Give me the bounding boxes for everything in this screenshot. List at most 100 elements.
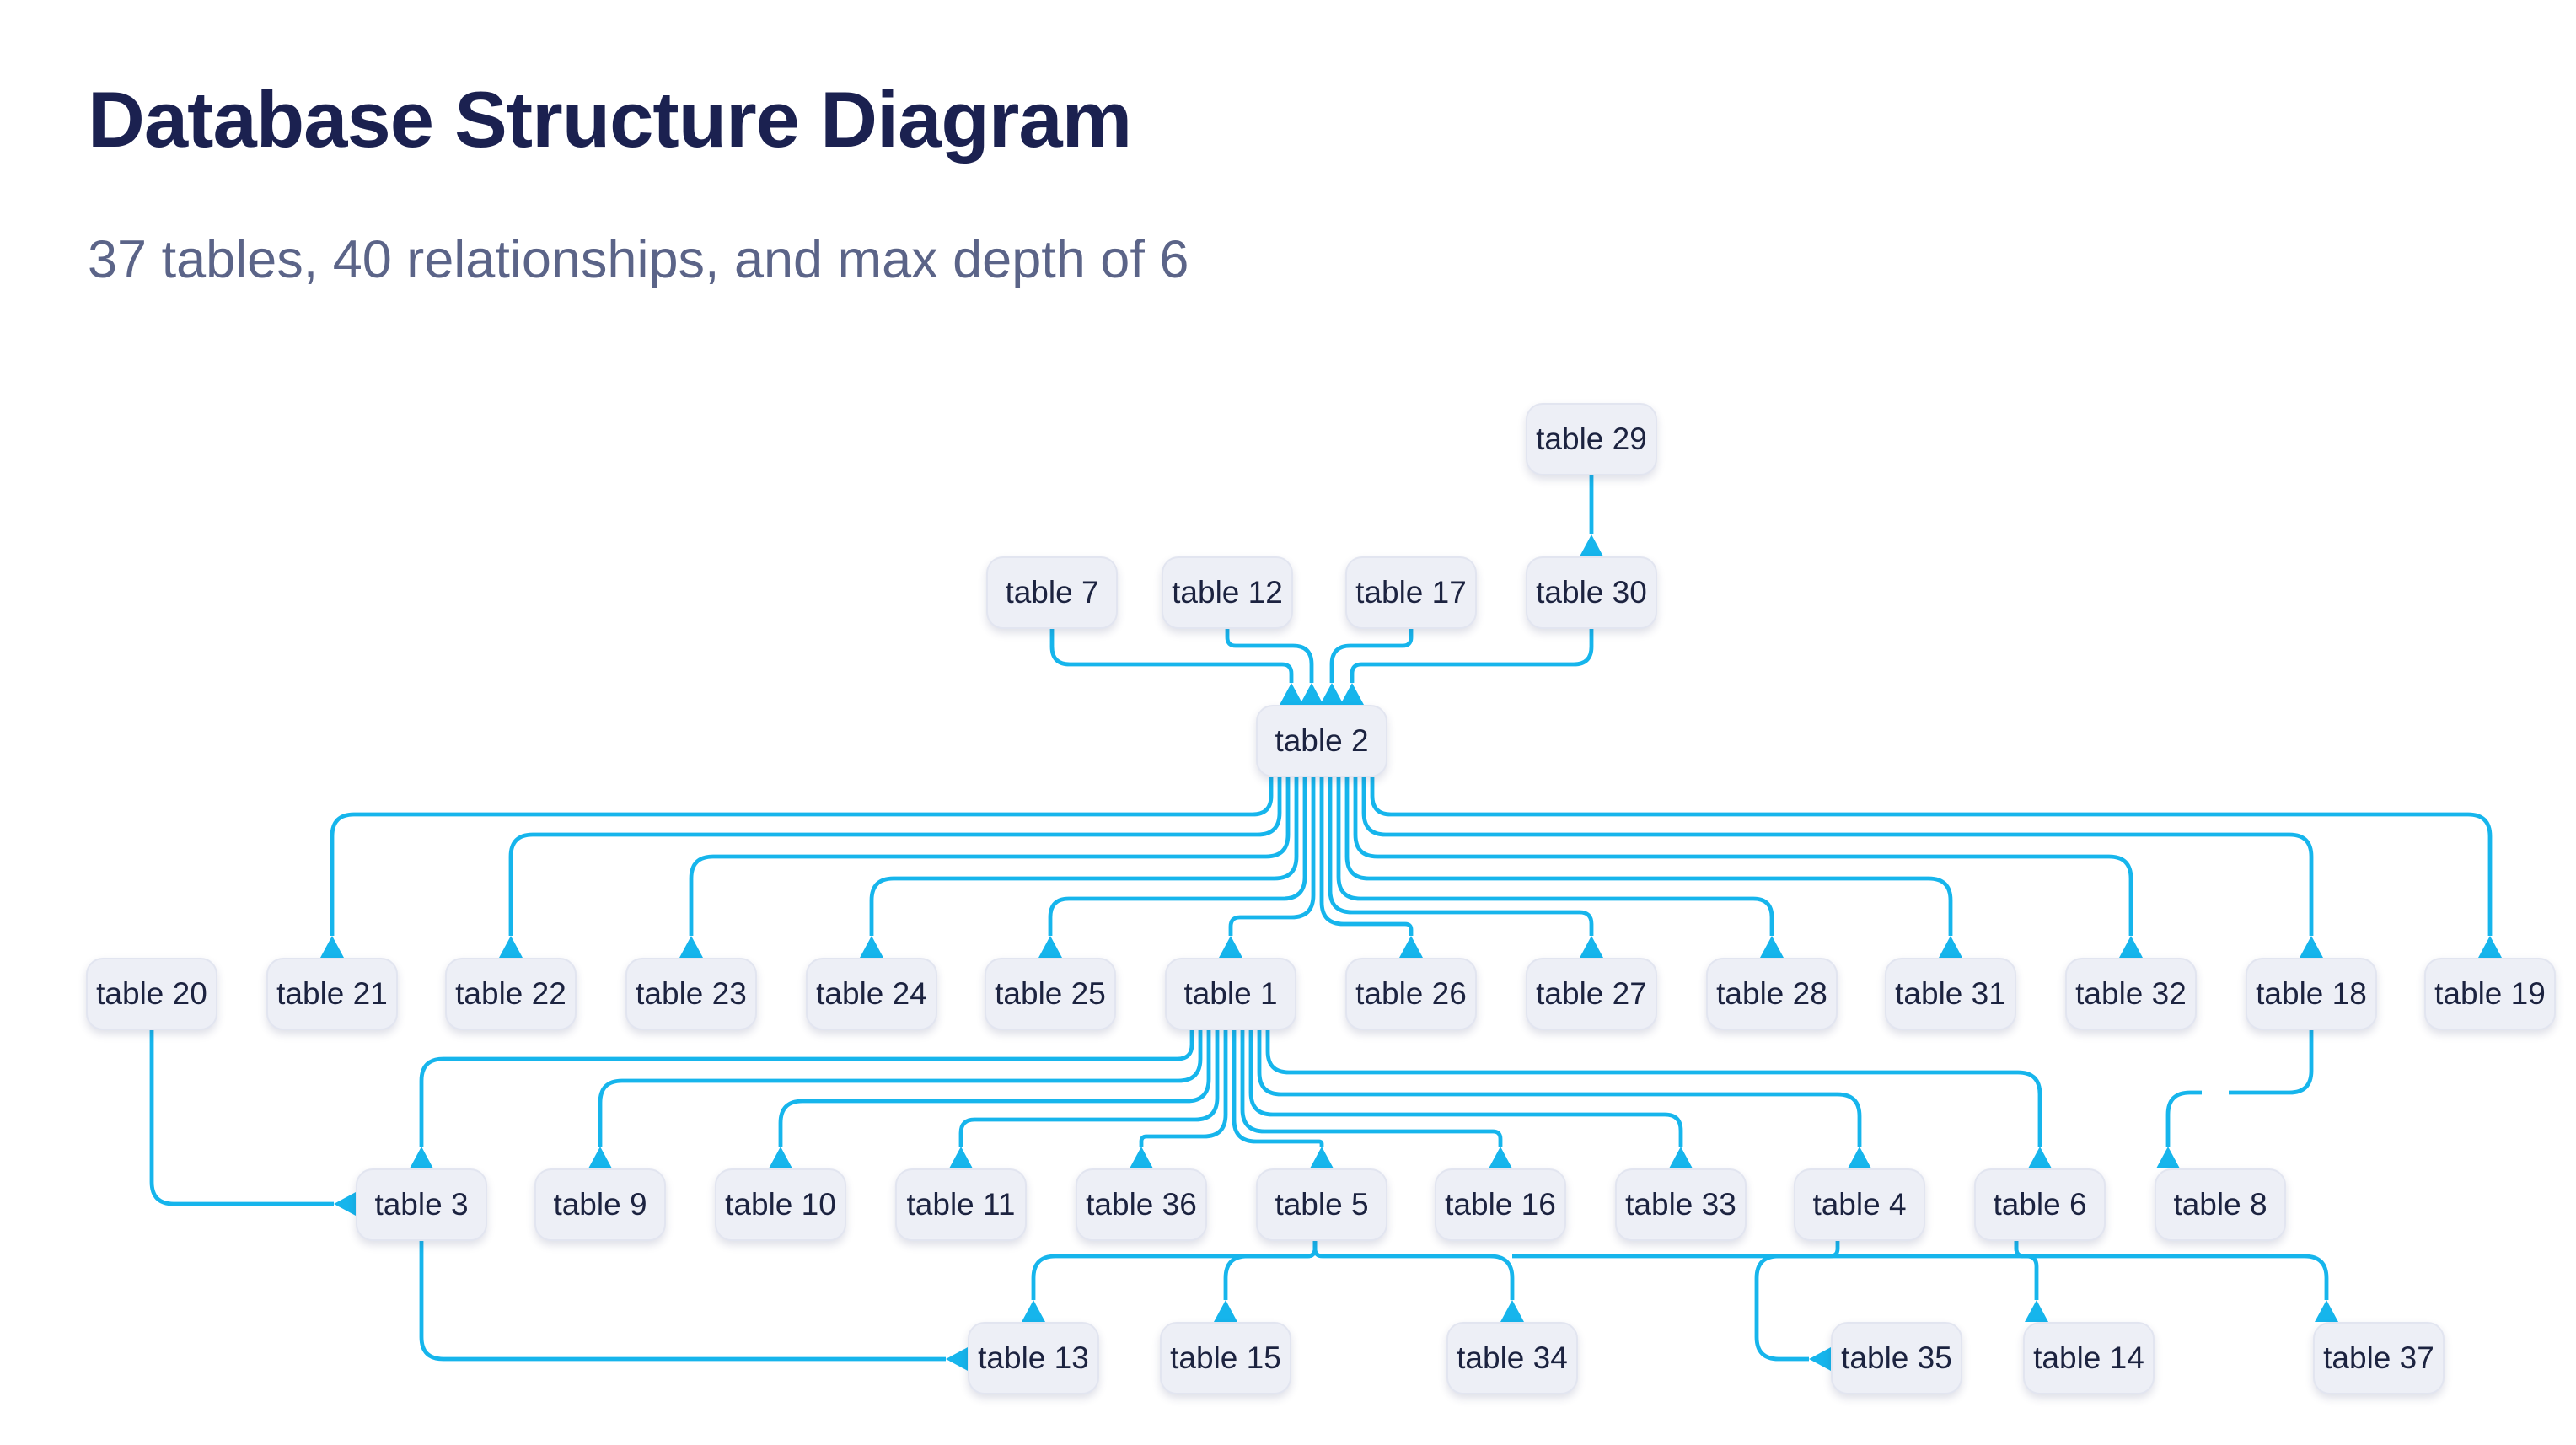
arrowhead-icon-table-32 [2119, 936, 2143, 958]
table-node-25[interactable]: table 25 [985, 958, 1116, 1030]
arrowhead-icon-table-2 [1340, 683, 1364, 705]
edge-table-17-to-table-2 [1329, 629, 1414, 683]
arrowhead-icon-table-36 [1130, 1147, 1153, 1168]
arrowhead-icon-table-5 [1310, 1147, 1334, 1168]
arrowhead-icon-table-11 [949, 1147, 973, 1168]
edge-table-1-to-table-5 [1232, 1030, 1324, 1147]
page-title: Database Structure Diagram [88, 75, 1132, 164]
arrowhead-icon-table-27 [1580, 936, 1603, 958]
edge-table-2-to-table-19 [1370, 777, 2493, 936]
arrowhead-icon-table-13 [1022, 1300, 1045, 1322]
edge-table-5-to-table-13 [1031, 1241, 1318, 1300]
arrowhead-icon-table-23 [679, 936, 703, 958]
table-node-4[interactable]: table 4 [1794, 1168, 1925, 1241]
arrowhead-icon-table-21 [320, 936, 344, 958]
edge-table-5-to-table-34 [1312, 1241, 1515, 1300]
table-node-16[interactable]: table 16 [1435, 1168, 1566, 1241]
edge-table-1-to-table-36 [1139, 1030, 1228, 1147]
table-node-29[interactable]: table 29 [1526, 403, 1657, 475]
table-node-37[interactable]: table 37 [2313, 1322, 2445, 1394]
edge-table-1-to-table-9 [598, 1030, 1203, 1147]
table-node-6[interactable]: table 6 [1974, 1168, 2106, 1241]
edge-table-2-to-table-31 [1344, 777, 1953, 936]
arrowhead-icon-table-34 [1500, 1300, 1524, 1322]
edge-table-2-to-table-18 [1361, 777, 2314, 936]
edge-table-1-to-table-3 [419, 1030, 1194, 1147]
table-node-13[interactable]: table 13 [968, 1322, 1099, 1394]
edge-table-4-to-table-35 [1754, 1241, 1840, 1362]
table-node-1[interactable]: table 1 [1165, 958, 1296, 1030]
table-node-12[interactable]: table 12 [1162, 556, 1293, 629]
arrowhead-icon-table-2 [1320, 683, 1344, 705]
edge-table-20-to-table-3 [149, 1030, 334, 1206]
edge-table-2-to-table-28 [1336, 777, 1774, 936]
edge-table-2-to-table-1 [1228, 777, 1316, 936]
arrowhead-icon-table-1 [1219, 936, 1242, 958]
table-node-35[interactable]: table 35 [1831, 1322, 1962, 1394]
edge-table-2-to-table-22 [508, 777, 1282, 936]
arrowhead-icon-table-8 [2156, 1147, 2180, 1168]
arrowhead-icon-table-35 [1809, 1347, 1831, 1371]
arrowhead-icon-table-28 [1760, 936, 1784, 958]
arrowhead-icon-table-3 [410, 1147, 433, 1168]
edge-table-2-to-table-24 [869, 777, 1299, 936]
edge-table-2-to-table-27 [1328, 777, 1594, 936]
edge-table-12-to-table-2 [1225, 629, 1314, 683]
table-node-28[interactable]: table 28 [1706, 958, 1838, 1030]
table-node-10[interactable]: table 10 [715, 1168, 846, 1241]
arrowhead-icon-table-22 [499, 936, 523, 958]
arrowhead-icon-table-19 [2478, 936, 2502, 958]
table-node-30[interactable]: table 30 [1526, 556, 1657, 629]
arrowhead-icon-table-14 [2025, 1300, 2048, 1322]
table-node-2[interactable]: table 2 [1256, 705, 1387, 777]
arrowhead-icon-table-18 [2300, 936, 2323, 958]
table-node-11[interactable]: table 11 [895, 1168, 1027, 1241]
table-node-8[interactable]: table 8 [2155, 1168, 2286, 1241]
table-node-19[interactable]: table 19 [2424, 958, 2556, 1030]
edge-line-gap [2202, 1082, 2229, 1103]
table-node-9[interactable]: table 9 [534, 1168, 666, 1241]
edge-table-2-to-table-26 [1319, 777, 1414, 936]
table-node-22[interactable]: table 22 [445, 958, 577, 1030]
edge-table-5-to-table-15 [1223, 1241, 1318, 1300]
table-node-3[interactable]: table 3 [356, 1168, 487, 1241]
table-node-18[interactable]: table 18 [2246, 958, 2377, 1030]
table-node-23[interactable]: table 23 [625, 958, 757, 1030]
table-node-20[interactable]: table 20 [86, 958, 217, 1030]
table-node-17[interactable]: table 17 [1345, 556, 1477, 629]
table-node-32[interactable]: table 32 [2065, 958, 2197, 1030]
table-node-5[interactable]: table 5 [1256, 1168, 1387, 1241]
arrowhead-icon-table-37 [2315, 1300, 2338, 1322]
table-node-27[interactable]: table 27 [1526, 958, 1657, 1030]
arrowhead-icon-table-2 [1300, 683, 1323, 705]
edge-table-1-to-table-4 [1257, 1030, 1862, 1147]
table-node-34[interactable]: table 34 [1446, 1322, 1578, 1394]
table-node-36[interactable]: table 36 [1076, 1168, 1207, 1241]
table-node-15[interactable]: table 15 [1160, 1322, 1291, 1394]
edge-table-30-to-table-2 [1350, 629, 1594, 683]
edge-table-1-to-table-11 [958, 1030, 1220, 1147]
edge-table-2-to-table-32 [1353, 777, 2133, 936]
table-node-7[interactable]: table 7 [986, 556, 1118, 629]
arrowhead-icon-table-16 [1489, 1147, 1512, 1168]
arrowhead-icon-table-15 [1214, 1300, 1237, 1322]
arrowhead-icon-table-30 [1580, 534, 1603, 556]
edge-table-1-to-table-10 [778, 1030, 1211, 1147]
table-node-14[interactable]: table 14 [2023, 1322, 2155, 1394]
arrowhead-icon-table-24 [860, 936, 883, 958]
arrowhead-icon-table-10 [769, 1147, 792, 1168]
table-node-24[interactable]: table 24 [806, 958, 937, 1030]
table-node-31[interactable]: table 31 [1885, 958, 2016, 1030]
edge-table-3-to-table-13 [419, 1241, 946, 1362]
table-node-26[interactable]: table 26 [1345, 958, 1477, 1030]
edge-table-18-to-table-8 [2165, 1030, 2314, 1147]
arrowhead-icon-table-25 [1038, 936, 1062, 958]
edge-table-1-to-table-16 [1240, 1030, 1503, 1147]
arrowhead-icon-table-9 [588, 1147, 612, 1168]
arrowhead-icon-table-2 [1280, 683, 1303, 705]
table-node-33[interactable]: table 33 [1615, 1168, 1747, 1241]
edge-table-2-to-table-23 [689, 777, 1291, 936]
edge-table-7-to-table-2 [1049, 629, 1294, 683]
table-node-21[interactable]: table 21 [266, 958, 398, 1030]
